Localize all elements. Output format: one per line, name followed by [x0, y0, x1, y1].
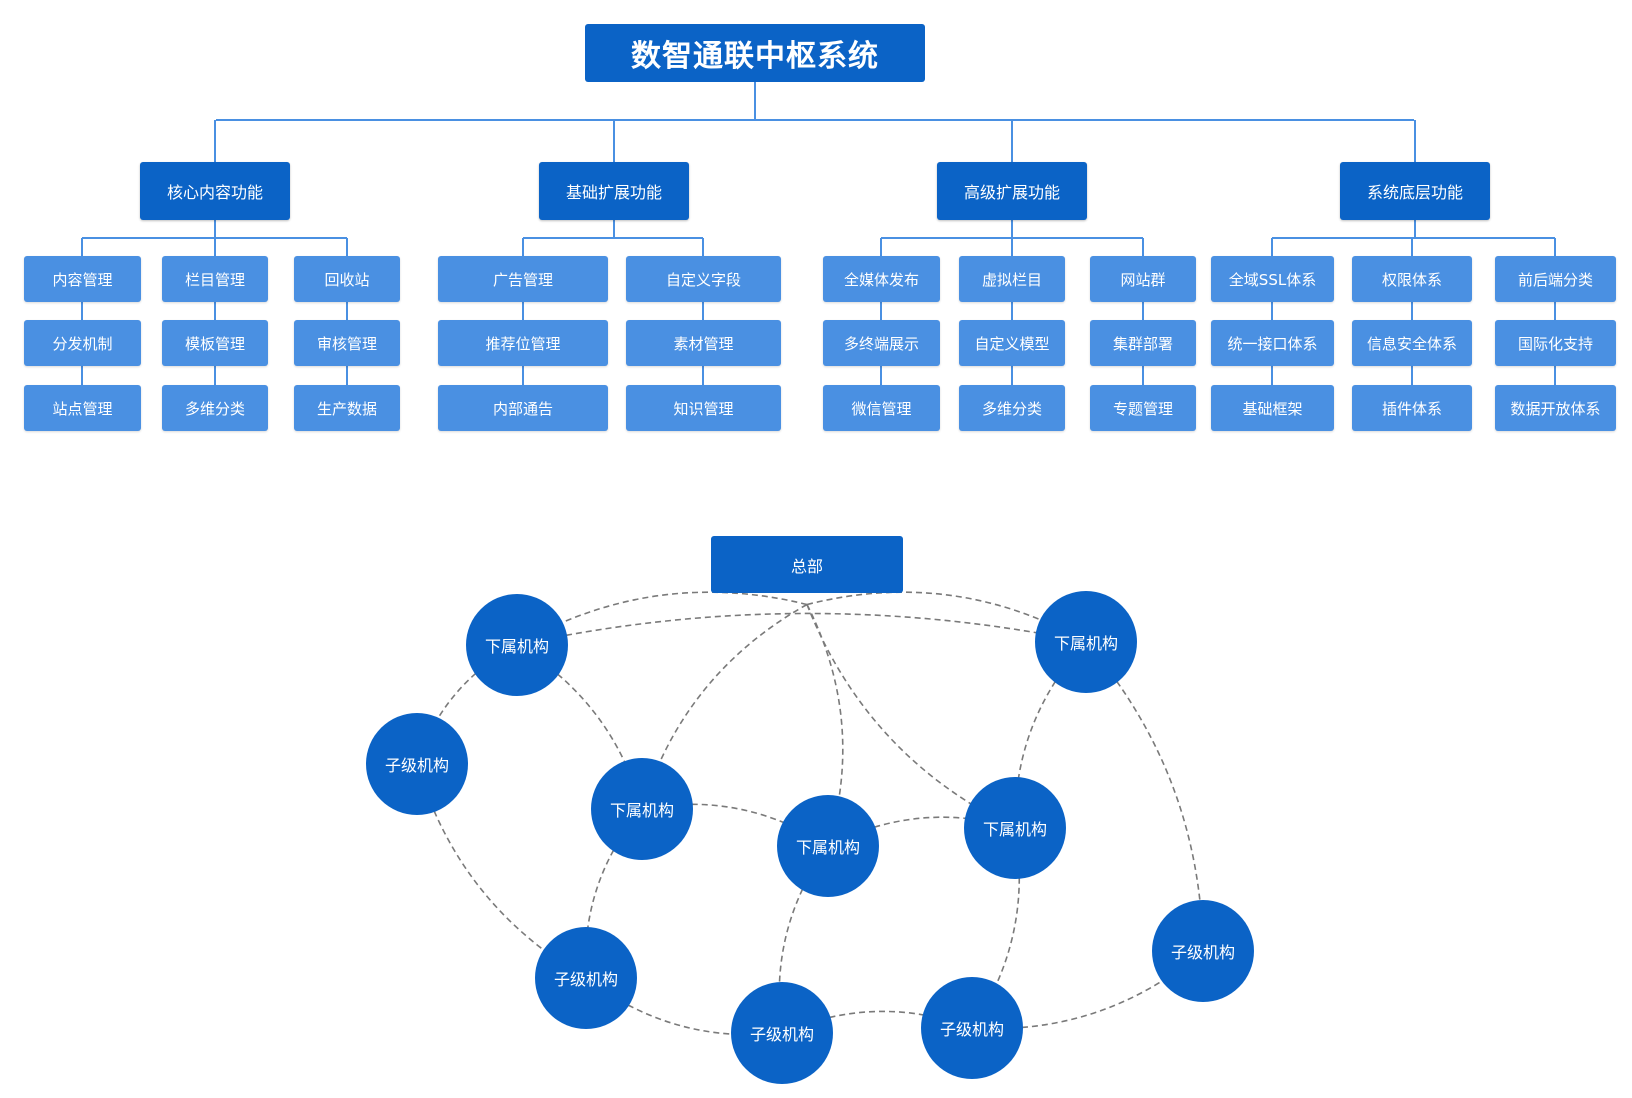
leaf-plugin-system: 插件体系	[1352, 385, 1472, 431]
leaf-data-open: 数据开放体系	[1495, 385, 1616, 431]
leaf-omni-media-publish: 全媒体发布	[823, 256, 940, 302]
system-title: 数智通联中枢系统	[585, 24, 925, 82]
network-node-n7: 子级机构	[535, 927, 637, 1029]
category-core-content: 核心内容功能	[140, 162, 290, 220]
leaf-content-management: 内容管理	[24, 256, 141, 302]
leaf-info-security: 信息安全体系	[1352, 320, 1472, 366]
leaf-base-framework: 基础框架	[1211, 385, 1334, 431]
leaf-recycle-bin: 回收站	[294, 256, 400, 302]
category-basic-extension: 基础扩展功能	[539, 162, 689, 220]
leaf-cluster-deploy: 集群部署	[1090, 320, 1196, 366]
leaf-frontend-backend: 前后端分类	[1495, 256, 1616, 302]
leaf-review-management: 审核管理	[294, 320, 400, 366]
leaf-production-data: 生产数据	[294, 385, 400, 431]
leaf-distribution-mechanism: 分发机制	[24, 320, 141, 366]
network-node-n4: 下属机构	[591, 758, 693, 860]
leaf-multi-classification-2: 多维分类	[959, 385, 1065, 431]
leaf-virtual-column: 虚拟栏目	[959, 256, 1065, 302]
leaf-global-ssl: 全域SSL体系	[1211, 256, 1334, 302]
leaf-recommendation-slot: 推荐位管理	[438, 320, 608, 366]
leaf-internationalization: 国际化支持	[1495, 320, 1616, 366]
headquarters-box: 总部	[711, 536, 903, 593]
leaf-wechat-management: 微信管理	[823, 385, 940, 431]
category-advanced-extension: 高级扩展功能	[937, 162, 1087, 220]
network-node-n3: 子级机构	[366, 713, 468, 815]
network-node-n5: 下属机构	[777, 795, 879, 897]
network-node-n10: 子级机构	[1152, 900, 1254, 1002]
leaf-knowledge-management: 知识管理	[626, 385, 781, 431]
network-node-n9: 子级机构	[921, 977, 1023, 1079]
network-link-n1-n2	[516, 612, 1087, 646]
leaf-unified-interface: 统一接口体系	[1211, 320, 1334, 366]
leaf-column-management: 栏目管理	[162, 256, 268, 302]
leaf-custom-field: 自定义字段	[626, 256, 781, 302]
leaf-multi-classification: 多维分类	[162, 385, 268, 431]
leaf-multi-terminal-display: 多终端展示	[823, 320, 940, 366]
leaf-material-management: 素材管理	[626, 320, 781, 366]
leaf-internal-notice: 内部通告	[438, 385, 608, 431]
leaf-custom-model: 自定义模型	[959, 320, 1065, 366]
leaf-site-management: 站点管理	[24, 385, 141, 431]
network-node-n6: 下属机构	[964, 777, 1066, 879]
leaf-topic-management: 专题管理	[1090, 385, 1196, 431]
leaf-site-group: 网站群	[1090, 256, 1196, 302]
network-node-n8: 子级机构	[731, 982, 833, 1084]
category-system-foundation: 系统底层功能	[1340, 162, 1490, 220]
leaf-template-management: 模板管理	[162, 320, 268, 366]
leaf-permission-system: 权限体系	[1352, 256, 1472, 302]
leaf-ad-management: 广告管理	[438, 256, 608, 302]
network-node-n2: 下属机构	[1035, 591, 1137, 693]
network-node-n1: 下属机构	[466, 594, 568, 696]
